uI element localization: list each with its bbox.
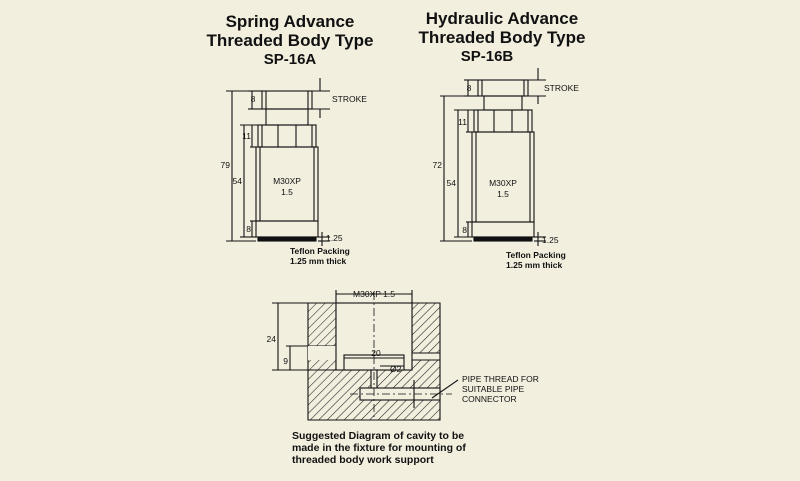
left-packing-line1: Teflon Packing	[290, 246, 350, 256]
cavity-caption-line1: Suggested Diagram of cavity to be	[292, 430, 464, 442]
left-base	[255, 220, 319, 238]
right-unit-drawing	[440, 68, 546, 246]
right-title-line2: Threaded Body Type	[418, 28, 586, 47]
left-dim-hex: 11	[242, 131, 251, 141]
cavity-dim-width: 20	[371, 348, 381, 358]
cavity-caption-line3: threaded body work support	[292, 454, 434, 466]
cavity-caption: Suggested Diagram of cavity to be made i…	[292, 430, 466, 466]
left-packing-line2: 1.25 mm thick	[290, 256, 346, 266]
right-dim-cap: 8	[467, 83, 472, 93]
cavity-section	[272, 290, 459, 421]
left-hex-nut	[257, 124, 317, 148]
right-hex-nut	[473, 109, 533, 133]
right-dim-body: 54	[447, 178, 457, 188]
left-title-line1: Spring Advance	[225, 12, 355, 31]
left-dim-body: 54	[233, 176, 243, 186]
left-plunger-shaft	[265, 108, 309, 126]
cavity-pipe-line3: CONNECTOR	[462, 394, 517, 404]
right-dim-overall: 72	[433, 160, 443, 170]
cavity-pipe-line1: PIPE THREAD FOR	[462, 374, 539, 384]
cavity-dim-counterbore: 9	[283, 356, 288, 366]
left-dim-stroke: STROKE	[332, 94, 367, 104]
right-base	[471, 221, 535, 238]
cavity-pipe-line2: SUITABLE PIPE	[462, 384, 525, 394]
cavity-dim-depth: 24	[267, 334, 277, 344]
cavity-labels: M30XP 1.5 24 9 20 Ø2 PIPE THREAD FOR SUI…	[267, 289, 539, 404]
left-dim-overall: 79	[221, 160, 231, 170]
left-unit-drawing	[226, 78, 330, 246]
right-threaded-body	[471, 131, 535, 223]
right-model-label: SP-16B	[460, 48, 514, 65]
right-plunger-cap	[477, 79, 529, 97]
right-unit-labels: 8 STROKE 72 54 11 8 M30XP 1.5 1.25 Teflo…	[433, 83, 580, 270]
right-title-line1: Hydraulic Advance	[425, 9, 579, 28]
cavity-thread-label: M30XP 1.5	[353, 289, 395, 299]
right-dim-packing: 1.25	[542, 235, 559, 245]
left-teflon-packing	[257, 236, 317, 242]
right-thread-line2: 1.5	[497, 189, 509, 199]
left-thread-line1: M30XP	[273, 176, 301, 186]
right-dim-base: 8	[462, 225, 467, 235]
right-teflon-packing	[473, 236, 533, 242]
right-packing-line1: Teflon Packing	[506, 250, 566, 260]
left-model-label: SP-16A	[263, 51, 317, 68]
left-thread-line2: 1.5	[281, 187, 293, 197]
right-title: Hydraulic Advance Threaded Body Type SP-…	[402, 9, 602, 66]
right-dim-stroke: STROKE	[544, 83, 579, 93]
left-dim-base: 8	[246, 224, 251, 234]
left-unit-labels: 8 STROKE 79 54 11 8 M30XP 1.5 1.25 Teflo…	[221, 94, 368, 266]
left-title-line2: Threaded Body Type	[206, 31, 374, 50]
left-dim-packing: 1.25	[326, 233, 343, 243]
left-dim-cap: 8	[251, 94, 256, 104]
right-plunger-shaft	[483, 95, 523, 111]
cavity-dim-hole: Ø2	[390, 364, 402, 374]
right-packing-line2: 1.25 mm thick	[506, 260, 562, 270]
left-title: Spring Advance Threaded Body Type SP-16A	[190, 12, 390, 69]
cavity-caption-line2: made in the fixture for mounting of	[292, 442, 466, 454]
right-thread-line1: M30XP	[489, 178, 517, 188]
left-plunger-cap	[261, 90, 313, 110]
right-dim-hex: 11	[458, 117, 467, 127]
